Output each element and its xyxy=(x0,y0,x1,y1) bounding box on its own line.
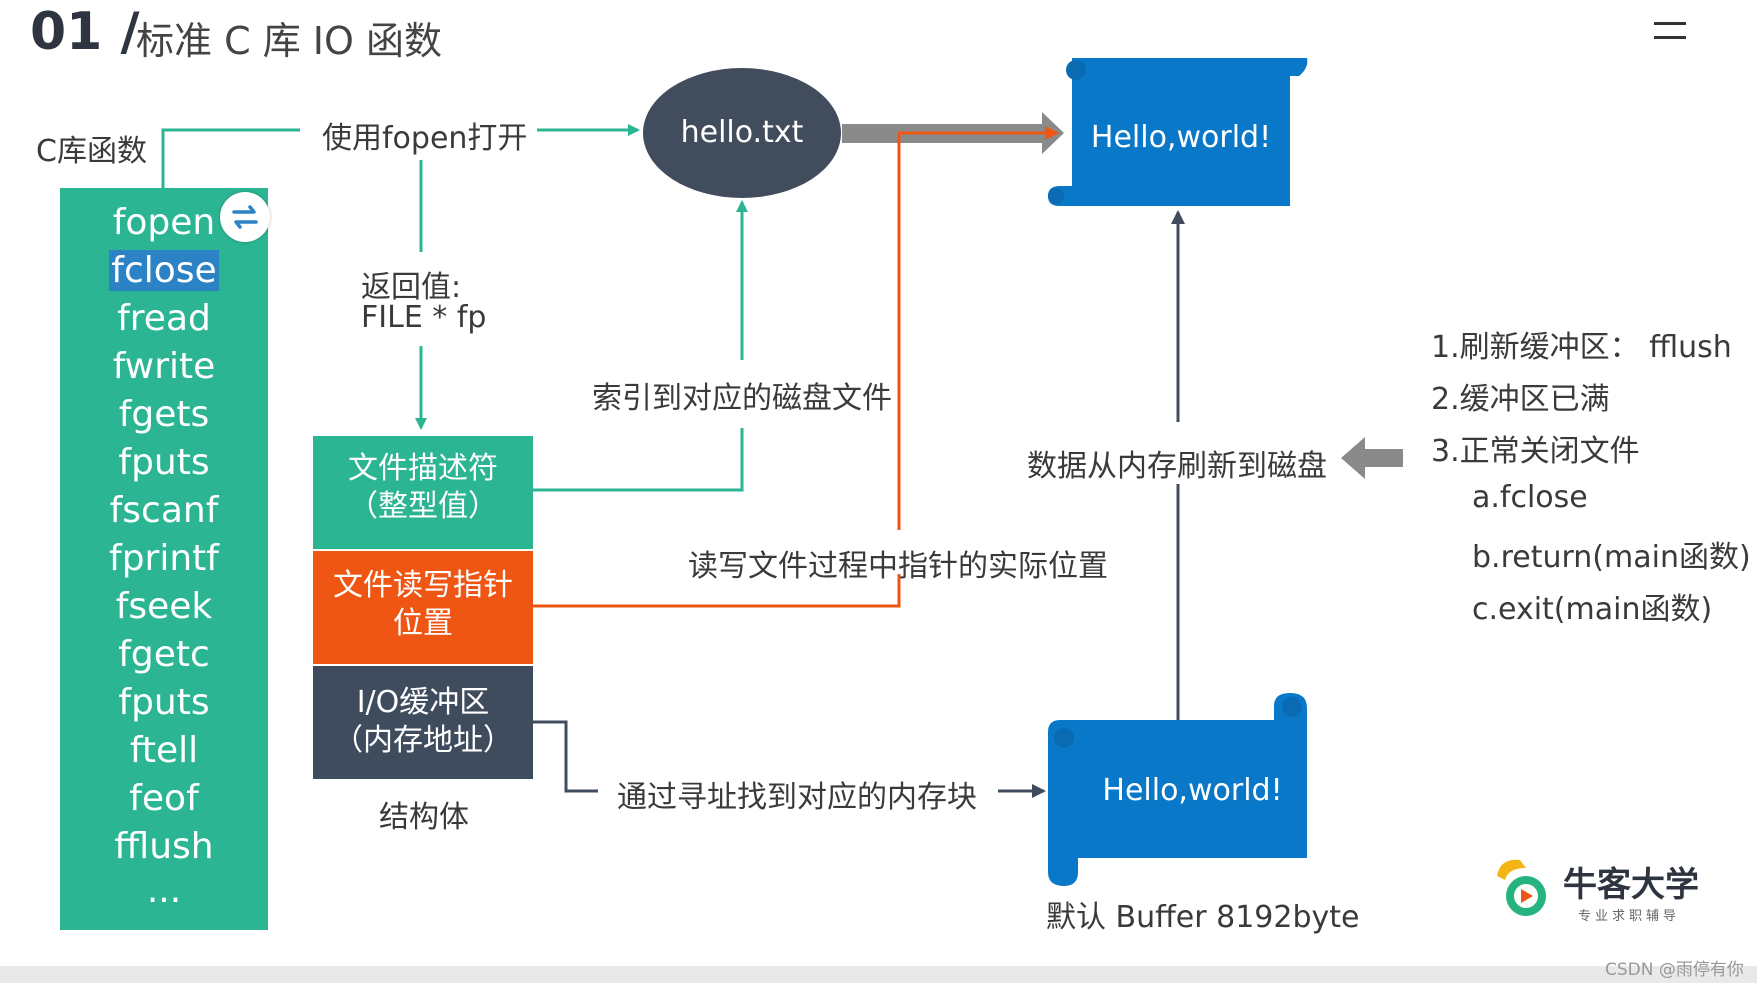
label-rw-pointer: 读写文件过程中指针的实际位置 xyxy=(688,549,1108,584)
line-buf-to-mem xyxy=(533,720,598,793)
list-item[interactable]: fgetc xyxy=(118,634,210,675)
condition-2: 2.缓冲区已满 xyxy=(1431,382,1610,417)
list-item[interactable]: fputs xyxy=(118,682,210,723)
list-item[interactable]: fseek xyxy=(115,586,213,627)
watermark: CSDN @雨停有你 xyxy=(1605,960,1744,980)
logo-icon xyxy=(1497,859,1546,916)
label-struct: 结构体 xyxy=(379,800,469,835)
arrow-pos-up xyxy=(897,126,1059,530)
condition-3: 3.正常关闭文件 xyxy=(1431,434,1640,469)
buf-line-1: I/O缓冲区 xyxy=(356,685,490,720)
list-item[interactable]: fflush xyxy=(114,826,214,867)
clib-label: C库函数 xyxy=(36,134,147,169)
disk-scroll xyxy=(1048,58,1308,206)
label-find-memory: 通过寻址找到对应的内存块 xyxy=(617,780,977,815)
buffer-scroll xyxy=(1048,693,1307,886)
logo-tagline: 专业求职辅导 xyxy=(1578,909,1681,924)
io-buffer-box: I/O缓冲区 （内存地址） xyxy=(313,666,533,779)
list-item[interactable]: fputs xyxy=(118,442,210,483)
disk-scroll-text: Hello,world! xyxy=(1090,120,1272,155)
bottom-bar xyxy=(0,966,1757,983)
list-item[interactable]: fscanf xyxy=(109,490,219,531)
list-item[interactable]: fgets xyxy=(118,394,210,435)
line-clib-to-fopen xyxy=(161,128,300,188)
file-node: hello.txt xyxy=(643,68,841,198)
fd-line-2: （整型值） xyxy=(348,489,498,524)
swap-icon[interactable] xyxy=(220,192,270,242)
buffer-scroll-text: Hello,world! xyxy=(1102,773,1283,808)
buf-line-2: （内存地址） xyxy=(333,723,513,758)
list-item[interactable]: fopen xyxy=(112,202,216,243)
file-descriptor-box: 文件描述符 （整型值） xyxy=(313,436,533,549)
label-index-to-disk: 索引到对应的磁盘文件 xyxy=(592,381,892,416)
arrow-fd-to-file xyxy=(533,428,744,492)
line-pos-to-disk xyxy=(533,574,901,608)
condition-1: 1.刷新缓冲区： fflush xyxy=(1431,330,1732,365)
label-flush-to-disk: 数据从内存刷新到磁盘 xyxy=(1027,449,1327,484)
list-item[interactable]: fprintf xyxy=(109,538,219,579)
label-default-buffer: 默认 Buffer 8192byte xyxy=(1046,900,1360,935)
list-item[interactable]: feof xyxy=(129,778,199,819)
section-number: 01 / xyxy=(30,2,140,62)
gray-arrow-conditions xyxy=(1341,437,1403,479)
list-item[interactable]: fread xyxy=(117,298,211,339)
condition-3a: a.fclose xyxy=(1472,480,1588,515)
pos-line-2: 位置 xyxy=(393,606,453,641)
page-title: 标准 C 库 IO 函数 xyxy=(136,19,442,63)
logo-name: 牛客大学 xyxy=(1563,865,1699,905)
condition-3c: c.exit(main函数) xyxy=(1472,592,1713,627)
condition-3b: b.return(main函数) xyxy=(1472,540,1751,575)
label-file-pointer: FILE * fp xyxy=(361,300,487,335)
pos-line-1: 文件读写指针 xyxy=(333,568,513,603)
list-item[interactable]: fwrite xyxy=(112,346,216,387)
function-list: fopen fclose fread fwrite fgets fputs fs… xyxy=(60,188,268,930)
list-item-selected[interactable]: fclose xyxy=(109,250,219,291)
rw-pointer-box: 文件读写指针 位置 xyxy=(313,551,533,664)
label-return-value: 返回值: xyxy=(361,270,462,305)
label-open-with-fopen: 使用fopen打开 xyxy=(322,121,528,156)
list-item[interactable]: ftell xyxy=(129,730,199,771)
fd-line-1: 文件描述符 xyxy=(348,451,498,486)
list-item: ... xyxy=(146,870,182,911)
menu-icon[interactable] xyxy=(1654,22,1686,44)
